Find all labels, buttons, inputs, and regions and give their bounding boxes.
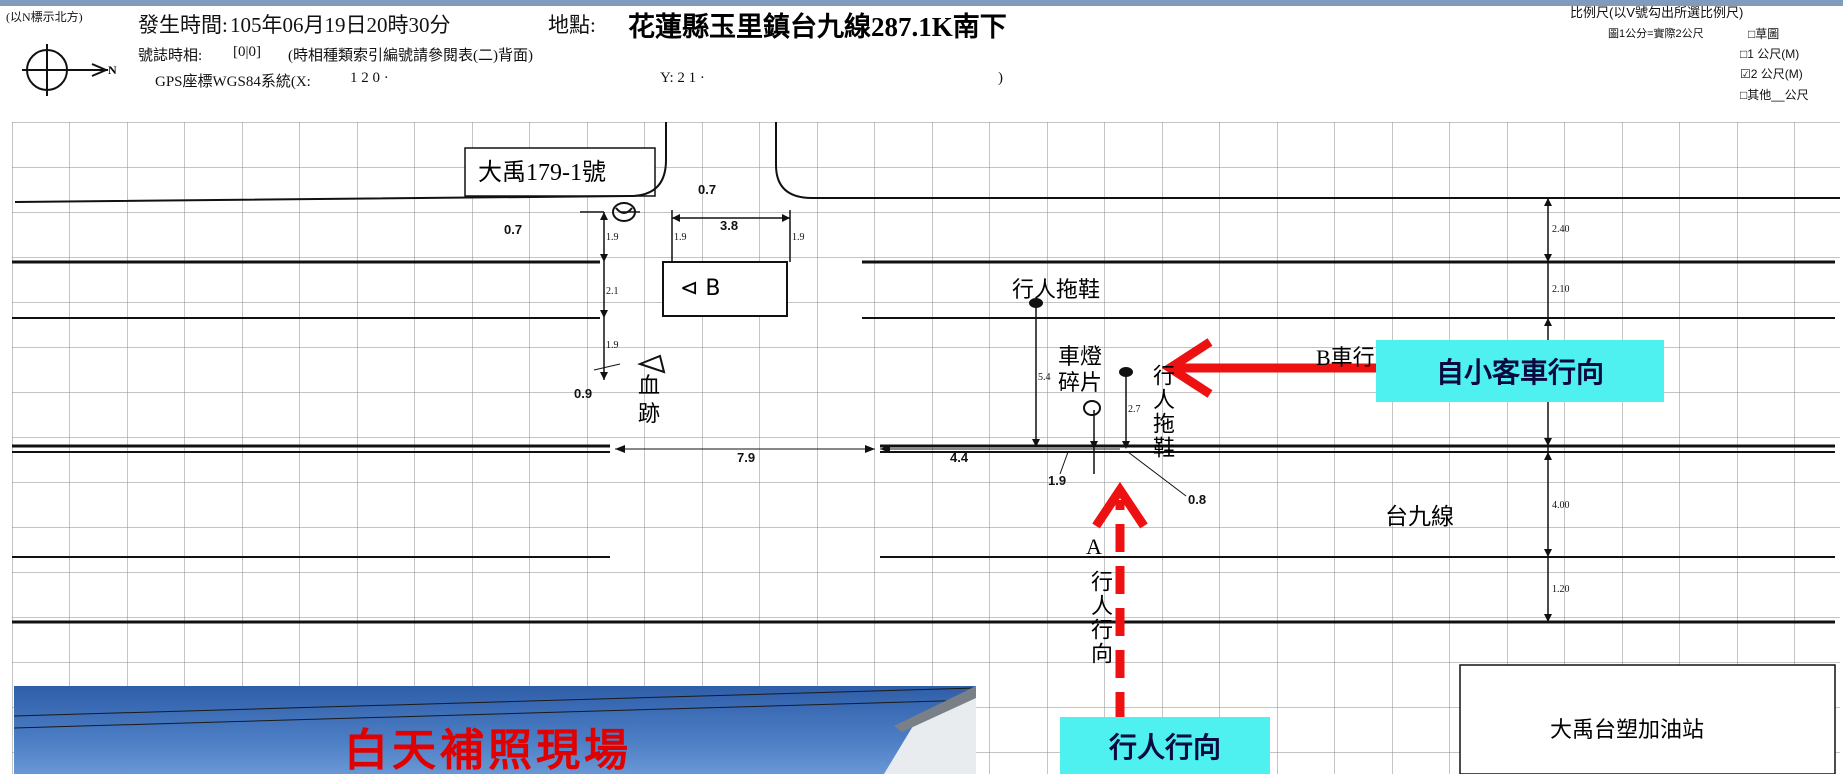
dim-label: 7.9 xyxy=(737,450,756,465)
dim-label: 2.1 xyxy=(606,286,619,297)
gas-station-label: 大禹台塑加油站 xyxy=(1550,717,1705,742)
gps-label: GPS座標WGS84系統(X: xyxy=(155,74,311,90)
dim-label: 2.7 xyxy=(1128,404,1141,415)
dim-label: 1.9 xyxy=(606,340,619,351)
location-label: 地點: xyxy=(548,13,596,37)
time-label: 發生時間: xyxy=(138,13,228,37)
blood-label: 血 跡 xyxy=(638,373,661,426)
building-label: 大禹179-1號 xyxy=(478,160,606,186)
dim-label: 1.20 xyxy=(1552,584,1570,595)
dim-label: 2.40 xyxy=(1552,224,1570,235)
b-vehicle-label: B車行 xyxy=(1316,345,1375,370)
gps-x: 1 2 0 · xyxy=(350,70,389,86)
gps-y-label: Y: 2 1 · xyxy=(660,70,705,86)
slipper-top-label: 行人拖鞋 xyxy=(1012,277,1101,302)
dim-label: 0.7 xyxy=(504,222,523,237)
dim-label: 1.9 xyxy=(674,232,687,243)
photo-caption: 白天補照現場 xyxy=(344,725,632,774)
scale-option-other: □其他__公尺 xyxy=(1740,88,1809,102)
dim-label: 5.4 xyxy=(1038,372,1051,383)
vehicle-b-label: ⊲ B xyxy=(680,276,721,301)
signal-note: (時相種類索引編號請參閱表(二)背面) xyxy=(288,48,533,64)
north-letter: N xyxy=(108,63,117,77)
road-label: 台九線 xyxy=(1385,504,1454,529)
dim-label: 0.7 xyxy=(698,182,717,197)
north-note: (以N標示北方) xyxy=(6,10,83,24)
scale-subtitle: 圖1公分=實際2公尺 xyxy=(1608,28,1704,40)
dim-label: 1.9 xyxy=(1048,473,1067,488)
dim-label: 0.9 xyxy=(574,386,593,401)
dim-label: 2.10 xyxy=(1552,284,1570,295)
signal-label: 號誌時相: xyxy=(138,48,203,64)
dim-label: 0.8 xyxy=(1188,492,1207,507)
location-value: 花蓮縣玉里鎮台九線287.1K南下 xyxy=(628,12,1007,42)
window-top-bar xyxy=(0,0,1843,6)
scale-option-sketch: □草圖 xyxy=(1748,27,1780,41)
signal-value: [0|0] xyxy=(233,44,261,60)
dim-label: 4.00 xyxy=(1552,500,1570,511)
slipper-right-label: 行人拖鞋 xyxy=(1150,364,1175,460)
dim-label: 3.8 xyxy=(720,218,739,233)
daytime-photo: 白天補照現場 xyxy=(14,686,976,774)
pedestrian-direction-callout: 行人行向 xyxy=(1060,717,1270,774)
pedestrian-direction-label: 行人行向 xyxy=(1088,570,1113,666)
scale-option-2m: ☑2 公尺(M) xyxy=(1740,67,1803,81)
gps-close: ) xyxy=(998,70,1003,86)
pedestrian-a-label: A xyxy=(1086,534,1102,559)
car-direction-callout: 自小客車行向 xyxy=(1376,340,1664,402)
time-value: 105年06月19日20時30分 xyxy=(230,13,451,37)
dim-label: 4.4 xyxy=(950,450,969,465)
scale-title: 比例尺(以V號勾出所選比例尺) xyxy=(1570,5,1744,20)
dim-label: 1.9 xyxy=(792,232,805,243)
debris-label: 車燈 碎片 xyxy=(1058,344,1103,395)
scale-option-1m: □1 公尺(M) xyxy=(1740,47,1800,61)
dim-label: 1.9 xyxy=(606,232,619,243)
